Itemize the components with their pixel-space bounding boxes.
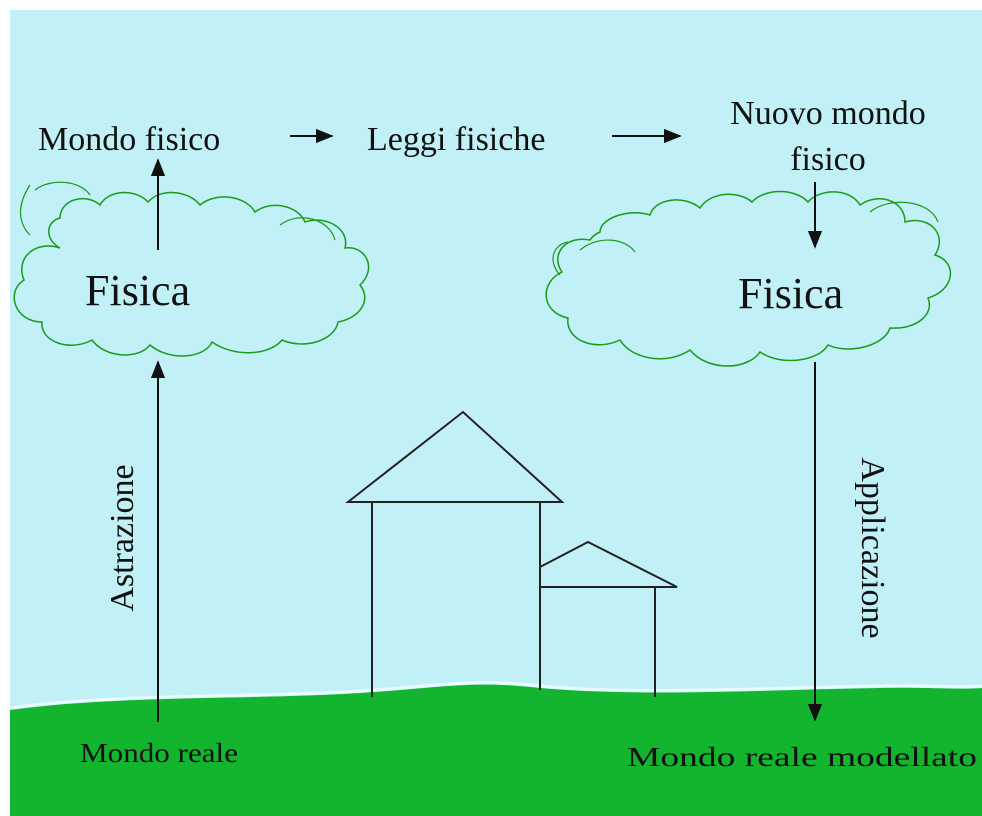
label-mondo-reale-modellato: Mondo reale modellato bbox=[627, 742, 977, 772]
label-nuovo-mondo-line2: fisico bbox=[790, 141, 866, 178]
ground bbox=[10, 684, 982, 816]
label-mondo-fisico: Mondo fisico bbox=[38, 121, 220, 158]
label-fisica-right: Fisica bbox=[738, 269, 843, 318]
label-leggi-fisiche: Leggi fisiche bbox=[367, 121, 545, 158]
ground-highlight bbox=[9, 681, 982, 710]
cloud-right bbox=[545, 190, 952, 367]
house-large bbox=[345, 410, 565, 697]
label-applicazione: Applicazione bbox=[854, 457, 891, 638]
label-astrazione: Astrazione bbox=[104, 464, 141, 611]
cloud-right-back bbox=[552, 201, 939, 276]
label-fisica-left: Fisica bbox=[85, 266, 190, 315]
house-small bbox=[539, 540, 678, 697]
label-mondo-reale: Mondo reale bbox=[80, 738, 238, 768]
label-nuovo-mondo-line1: Nuovo mondo bbox=[730, 95, 926, 132]
cloud-left bbox=[13, 191, 370, 357]
cloud-left-back bbox=[20, 181, 336, 241]
